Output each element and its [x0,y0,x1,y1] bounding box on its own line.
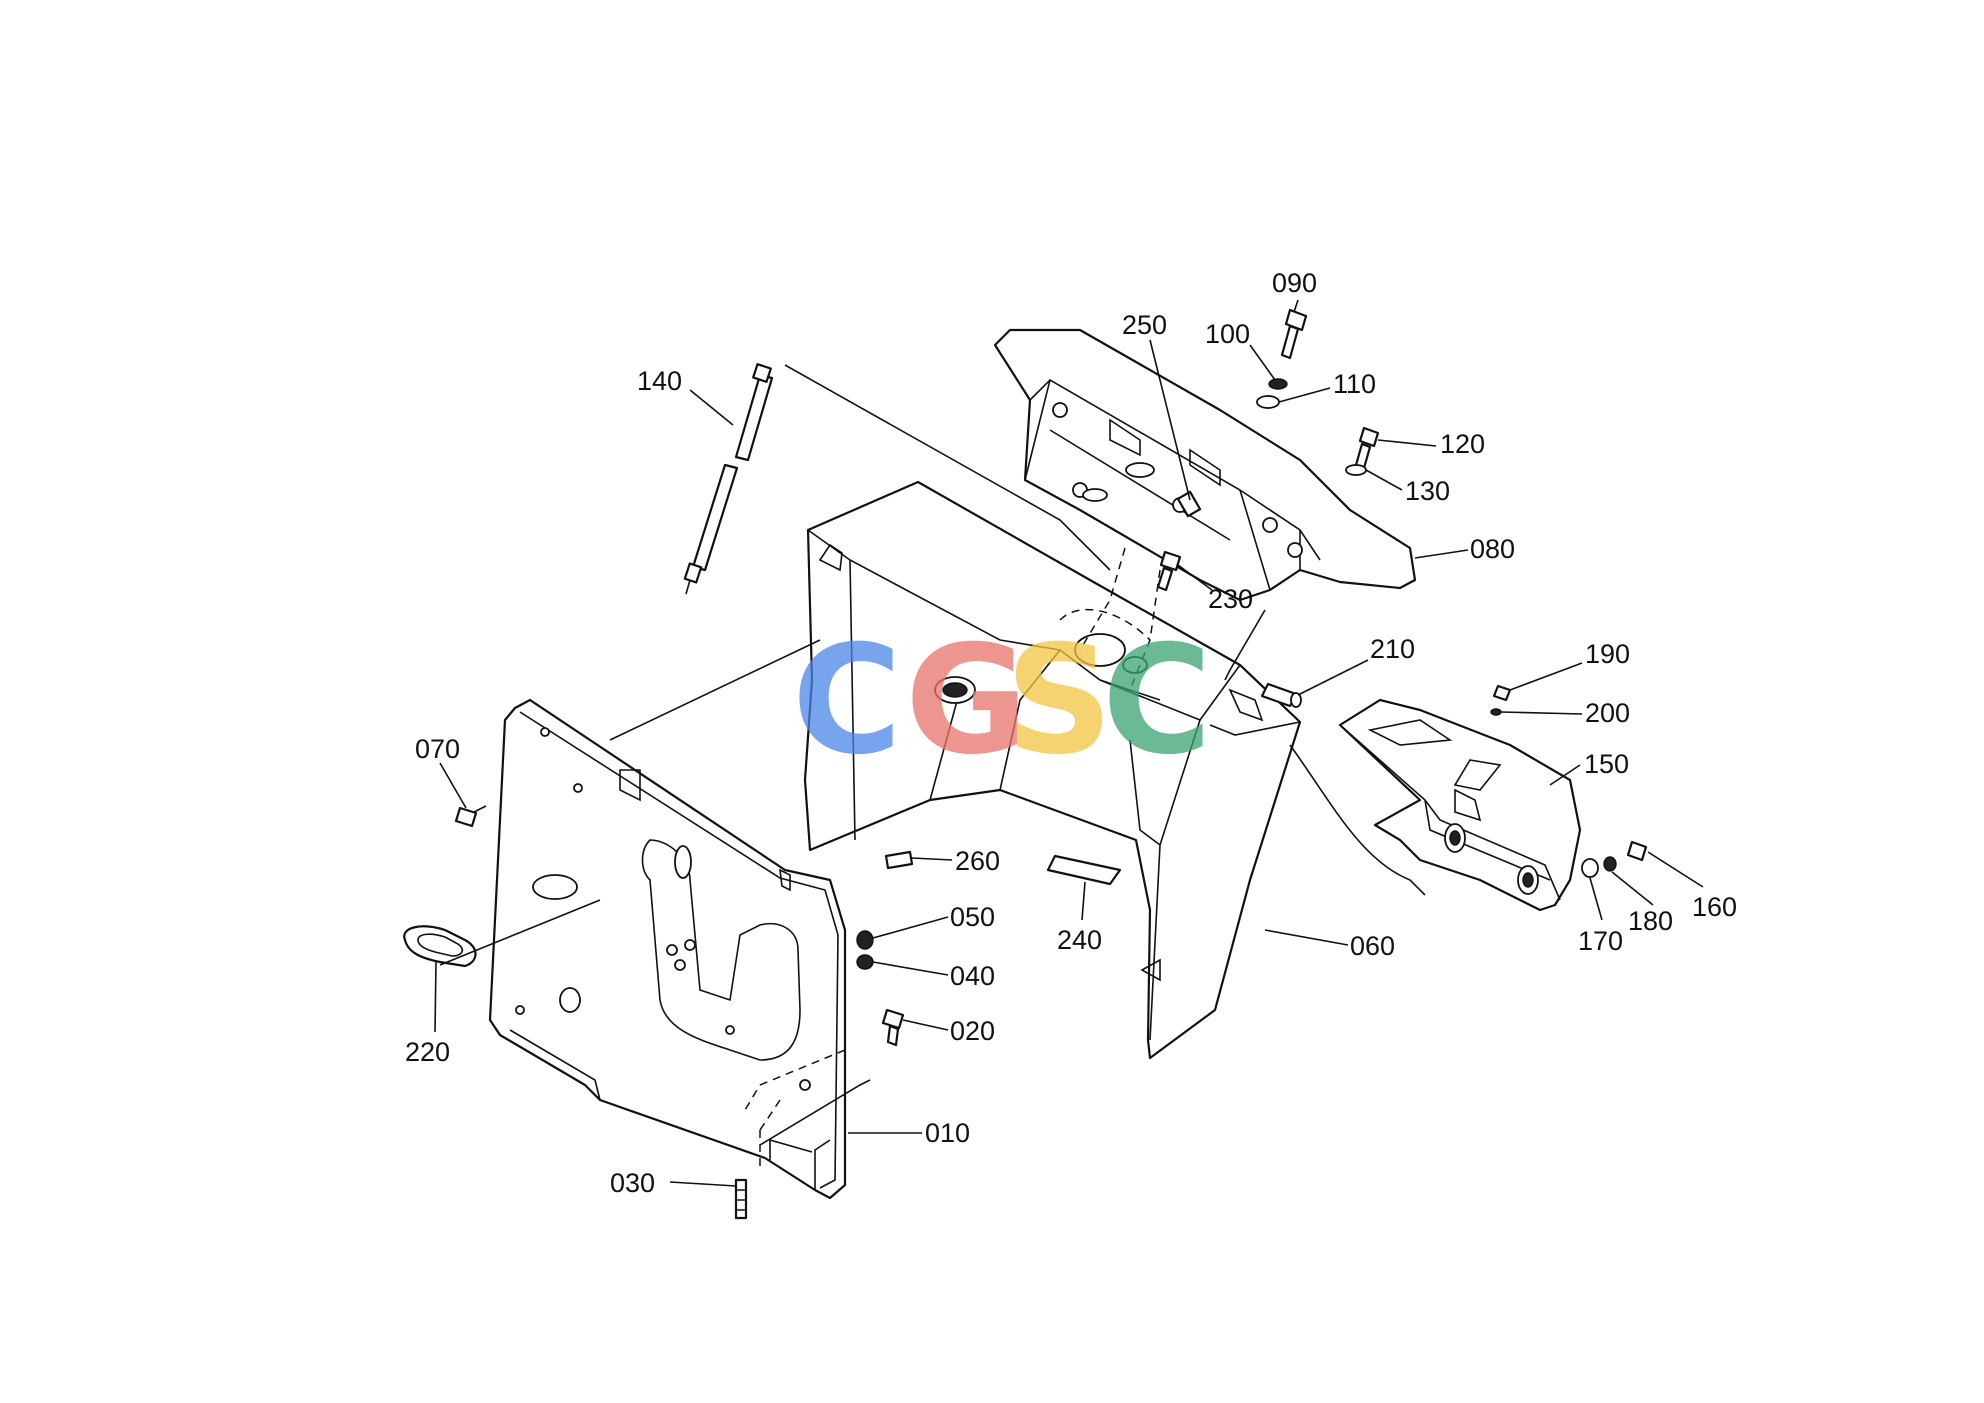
callout-250: 250 [1122,310,1167,340]
callout-140: 140 [637,366,682,396]
callout-190: 190 [1585,639,1630,669]
side-panel-010 [488,698,847,1200]
callout-040: 040 [950,961,995,991]
watermark-letter-1: C [792,614,902,788]
callout-130: 130 [1405,476,1450,506]
callout-240: 240 [1057,925,1102,955]
callout-260: 260 [955,846,1000,876]
callout-120: 120 [1440,429,1485,459]
hose-140 [683,363,774,595]
callout-170: 170 [1578,926,1623,956]
callout-200: 200 [1585,698,1630,728]
callout-150: 150 [1584,749,1629,779]
right-cover-150 [1338,698,1582,912]
callout-230: 230 [1208,584,1253,614]
callout-180: 180 [1628,906,1673,936]
leader-lines [434,299,1704,1187]
callout-160: 160 [1692,892,1737,922]
callout-020: 020 [950,1016,995,1046]
callout-010: 010 [925,1118,970,1148]
callout-100: 100 [1205,319,1250,349]
top-cover-080 [993,328,1417,602]
callout-labels: 010 020 030 040 050 060 070 080 090 100 … [405,268,1737,1198]
callout-110: 110 [1333,369,1376,399]
fasteners [403,308,1648,1220]
callout-220: 220 [405,1037,450,1067]
housing-060 [803,480,1302,1060]
callout-070: 070 [415,734,460,764]
watermark-letter-3: S [1005,614,1113,788]
callout-080: 080 [1470,534,1515,564]
callout-060: 060 [1350,931,1395,961]
callout-050: 050 [950,902,995,932]
assembly-lines [439,364,1426,1170]
watermark-letter-4: C [1102,614,1212,788]
watermark-logo: C G S C [792,614,1212,788]
callout-210: 210 [1370,634,1415,664]
watermark-letter-2: G [905,614,1028,788]
callout-090: 090 [1272,268,1317,298]
callout-030: 030 [610,1168,655,1198]
